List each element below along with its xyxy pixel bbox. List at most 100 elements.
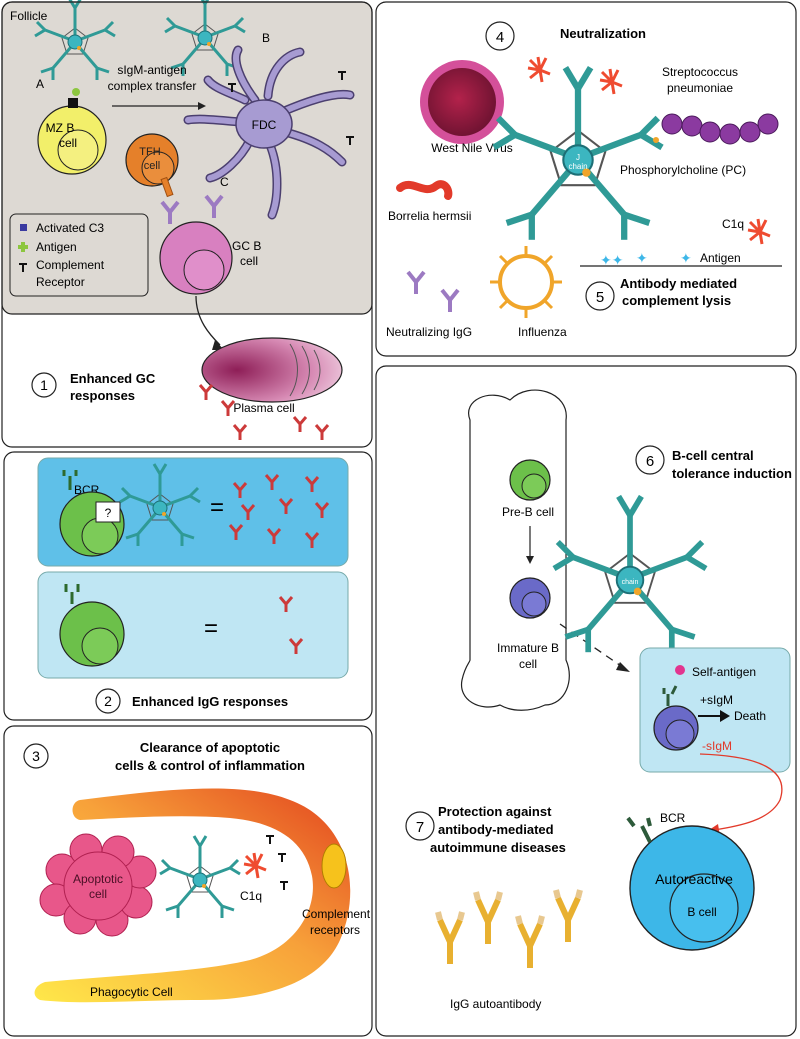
follicle-panel: Follicle A B C MZ B cell sIgM-antigen co… <box>1 0 373 315</box>
panel-1-gc-responses: 1 Enhanced GC responses Plasma cell <box>1 1 373 448</box>
mzb-label-line1: MZ B <box>46 121 75 135</box>
j-chain-label: chain <box>622 579 639 586</box>
self-antigen-icon <box>675 665 685 675</box>
panel-3-number: 3 <box>32 748 40 764</box>
panel-4-neutralization: 4 Neutralization West Nile Virus J chain… <box>375 1 797 357</box>
bone-outline <box>460 389 570 711</box>
transfer-label-line2: complex transfer <box>108 79 197 93</box>
bcell-label: B cell <box>687 905 716 919</box>
transfer-arrow: sIgM-antigen complex transfer <box>108 63 206 110</box>
equals-sign-bottom: = <box>204 615 218 642</box>
panel-6-title-line2: tolerance induction <box>672 466 792 481</box>
lysis-label-line1: Antibody mediated <box>620 276 737 291</box>
panel-6-title-line1: B-cell central <box>672 448 754 463</box>
j-chain-label-line1: J <box>576 153 580 162</box>
strep-label-line2: pneumoniae <box>667 81 733 95</box>
question-box <box>95 501 121 523</box>
panel-5-number: 5 <box>596 289 604 306</box>
apoptotic-label-line2: cell <box>89 887 107 901</box>
antigen-icon <box>18 242 28 252</box>
preb-label: Pre-B cell <box>502 505 554 519</box>
panel-7-title-line3: autoimmune diseases <box>430 840 566 855</box>
panel-7-title-line2: antibody-mediated <box>438 822 554 837</box>
bcr-label-panel6: BCR <box>660 811 686 825</box>
panel-6-number: 6 <box>646 453 654 470</box>
c3-icon <box>20 224 27 231</box>
c1q-label: C1q <box>240 889 262 903</box>
mz-b-cell: MZ B cell <box>37 88 107 175</box>
panel-3-title-line1: Clearance of apoptotic <box>140 740 280 755</box>
fdc-label: FDC <box>252 118 277 132</box>
receptors-label-line1: Complement <box>302 907 371 921</box>
igg-antibody <box>232 423 248 442</box>
influenza-label: Influenza <box>518 325 567 339</box>
antigen-label: Antigen <box>700 251 741 265</box>
influenza-virus: Influenza <box>490 246 567 339</box>
tfh-cell: TFH cell <box>125 133 179 198</box>
panel-4-number: 4 <box>496 29 504 46</box>
follicle-label: Follicle <box>10 9 48 23</box>
gcb-label-line2: cell <box>240 254 258 268</box>
tfh-label-line2: cell <box>144 160 161 172</box>
panel-7-number: 7 <box>416 819 424 836</box>
equals-sign-top: = <box>210 494 224 521</box>
igg-antibody <box>198 383 214 402</box>
west-nile-label: West Nile Virus <box>431 141 513 155</box>
gcb-label-line1: GC B <box>232 239 261 253</box>
panel-6-tolerance: Pre-B cell Immature B cell chain 6 B-cel… <box>375 365 797 1037</box>
complement-receptor-granule <box>321 843 347 889</box>
autoreactive-label: Autoreactive <box>655 871 733 887</box>
neutralizing-label: Neutralizing IgG <box>386 325 472 339</box>
legend-antigen: Antigen <box>36 240 77 254</box>
apoptotic-label-line1: Apoptotic <box>73 872 123 886</box>
phagocytic-cell <box>34 788 351 1003</box>
borrelia-label: Borrelia hermsii <box>388 209 471 223</box>
immature-label-line2: cell <box>519 657 537 671</box>
question-mark: ? <box>105 506 112 520</box>
death-label: Death <box>734 709 766 723</box>
self-antigen-label: Self-antigen <box>692 665 756 679</box>
west-nile-virus: West Nile Virus <box>420 60 513 155</box>
tfh-label-line1: TFH <box>139 146 160 158</box>
apoptotic-cell: Apoptotic cell <box>39 833 157 937</box>
minus-sigm-label: -sIgM <box>702 739 732 753</box>
label-a: A <box>36 77 44 91</box>
borrelia-icon <box>396 180 453 200</box>
label-b: B <box>262 31 270 45</box>
plasma-cell <box>201 337 343 403</box>
mzb-label-line2: cell <box>59 136 77 150</box>
legend-c3: Activated C3 <box>36 221 104 235</box>
legend: Activated C3 Antigen Complement Receptor <box>9 213 149 297</box>
panel-3-title-line2: cells & control of inflammation <box>115 758 305 773</box>
legend-complement-line2: Receptor <box>36 275 85 289</box>
immature-label-line1: Immature B <box>497 641 559 655</box>
autoreactive-b-cell: BCR Autoreactive B cell <box>626 811 755 951</box>
fdc-cell: FDC <box>183 45 355 220</box>
igg-antibody <box>220 399 236 418</box>
antigen-star-icon: ✦ <box>680 250 692 266</box>
panel-3-clearance: 3 Clearance of apoptotic cells & control… <box>3 725 373 1037</box>
streptococcus-pneumoniae: Streptococcus pneumoniae Phosphorylcholi… <box>620 65 779 177</box>
panel-4-title: Neutralization <box>560 26 646 41</box>
pc-label: Phosphorylcholine (PC) <box>620 163 746 177</box>
receptors-label-line2: receptors <box>310 923 360 937</box>
antigen-star-icon: ✦ <box>636 250 648 266</box>
panel-7-title-line1: Protection against <box>438 804 552 819</box>
lysis-label-line2: complement lysis <box>622 293 731 308</box>
panel-1-title-line1: Enhanced GC <box>70 371 156 386</box>
antigen-star-icon: ✦✦ <box>600 252 624 268</box>
plus-sigm-label: +sIgM <box>700 693 733 707</box>
transfer-label-line1: sIgM-antigen <box>117 63 186 77</box>
legend-complement-line1: Complement <box>36 258 105 272</box>
igg-antibody <box>314 423 330 442</box>
phagocytic-label: Phagocytic Cell <box>90 985 173 999</box>
j-chain-label-line2: chain <box>568 162 587 171</box>
strep-label-line1: Streptococcus <box>662 65 738 79</box>
panel-1-title-line2: responses <box>70 388 135 403</box>
plasma-cell-label: Plasma cell <box>233 401 294 415</box>
igg-antibody <box>292 415 308 434</box>
panel-2-title: Enhanced IgG responses <box>132 694 288 709</box>
igg-autoantibody-label: IgG autoantibody <box>450 997 541 1011</box>
panel-2-igg-responses: BCR ? = = 2 Enhanced IgG responses <box>3 451 373 721</box>
